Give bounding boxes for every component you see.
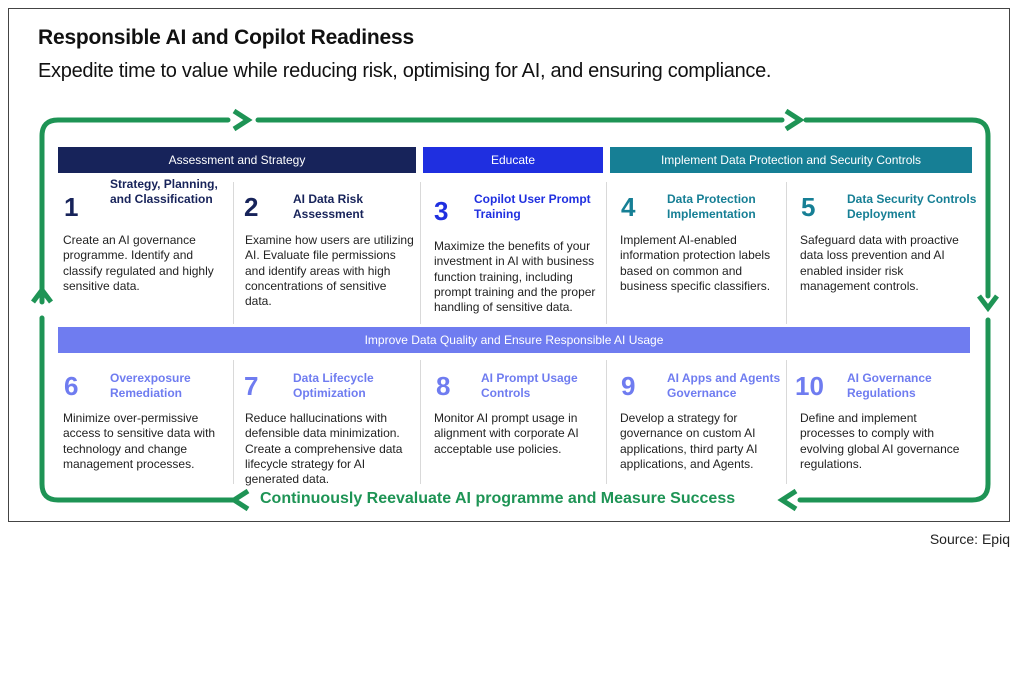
- diagram-title: Responsible AI and Copilot Readiness: [38, 26, 414, 49]
- step-2-title: AI Data Risk Assessment: [293, 192, 364, 221]
- band-improve-data-quality: Improve Data Quality and Ensure Responsi…: [58, 327, 970, 353]
- step-1-title: Strategy, Planning, and Classification: [110, 177, 218, 206]
- step-8-number: 8: [436, 371, 451, 401]
- column-divider: [420, 182, 421, 324]
- step-9-title: AI Apps and Agents Governance: [667, 371, 781, 400]
- loop-label: Continuously Reevaluate AI programme and…: [260, 490, 736, 507]
- step-7-description: Reduce hallucinations with defensible da…: [245, 411, 403, 487]
- step-9-description: Develop a strategy for governance on cus…: [620, 411, 758, 471]
- step-10-description: Define and implement processes to comply…: [800, 411, 960, 471]
- step-10-title: AI Governance Regulations: [847, 371, 932, 400]
- arrow-left-icon: [229, 488, 250, 512]
- step-8-description: Monitor AI prompt usage in alignment wit…: [434, 411, 579, 456]
- column-divider: [786, 360, 787, 484]
- step-6-title: Overexposure Remediation: [110, 371, 191, 400]
- step-1-number: 1: [64, 192, 79, 222]
- step-3-description: Maximize the benefits of your investment…: [434, 239, 596, 315]
- step-5-title: Data Security Controls Deployment: [847, 192, 977, 221]
- band-implement-data-protection: Implement Data Protection and Security C…: [610, 147, 972, 173]
- step-8-title: AI Prompt Usage Controls: [481, 371, 578, 400]
- column-divider: [606, 182, 607, 324]
- diagram-subtitle: Expedite time to value while reducing ri…: [38, 60, 772, 82]
- step-3-number: 3: [434, 196, 449, 226]
- arrow-right-icon: [784, 108, 805, 132]
- step-10-number: 10: [795, 371, 824, 401]
- source-credit: Source: Epiq: [929, 531, 1010, 547]
- arrow-left-icon: [777, 488, 798, 512]
- step-2-description: Examine how users are utilizing AI. Eval…: [245, 233, 414, 309]
- arrow-down-icon: [977, 294, 999, 313]
- arrow-right-icon: [232, 108, 253, 132]
- step-6-number: 6: [64, 371, 79, 401]
- column-divider: [233, 182, 234, 324]
- step-2-number: 2: [244, 192, 259, 222]
- column-divider: [606, 360, 607, 484]
- step-1-description: Create an AI governance programme. Ident…: [63, 233, 214, 293]
- arrow-up-icon: [31, 285, 53, 304]
- step-6-description: Minimize over-permissive access to sensi…: [63, 411, 216, 471]
- column-divider: [233, 360, 234, 484]
- step-9-number: 9: [621, 371, 636, 401]
- step-4-description: Implement AI-enabled information protect…: [620, 233, 771, 293]
- step-5-number: 5: [801, 192, 816, 222]
- band-assessment-and-strategy: Assessment and Strategy: [58, 147, 416, 173]
- step-4-number: 4: [621, 192, 636, 222]
- step-7-title: Data Lifecycle Optimization: [293, 371, 374, 400]
- step-5-description: Safeguard data with proactive data loss …: [800, 233, 959, 293]
- band-educate: Educate: [423, 147, 603, 173]
- step-4-title: Data Protection Implementation: [667, 192, 756, 221]
- step-3-title: Copilot User Prompt Training: [474, 192, 591, 221]
- figure-frame: [8, 8, 1010, 522]
- column-divider: [786, 182, 787, 324]
- column-divider: [420, 360, 421, 484]
- step-7-number: 7: [244, 371, 259, 401]
